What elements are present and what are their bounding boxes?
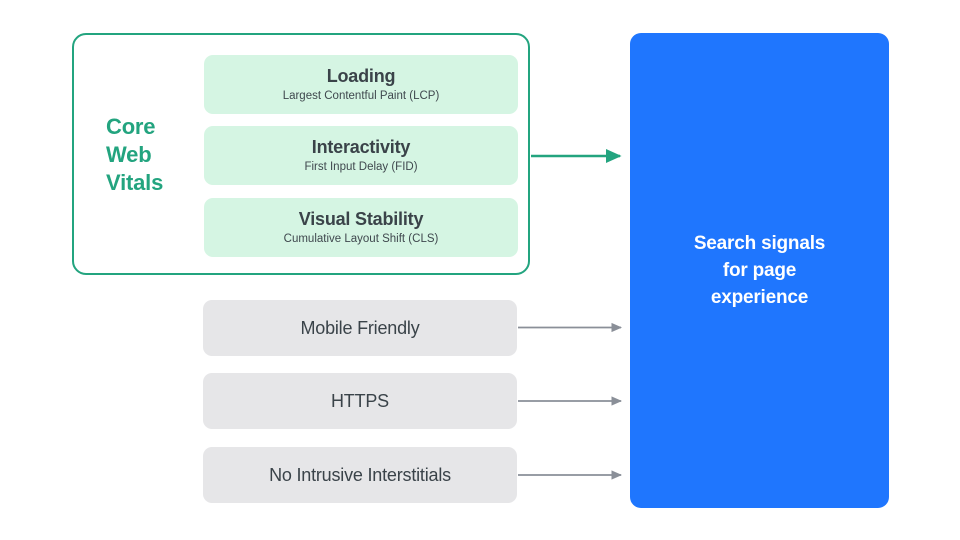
signal-label: Mobile Friendly (300, 317, 420, 338)
signal-card-https[interactable]: HTTPS (203, 373, 517, 429)
vital-subtitle: Largest Contentful Paint (LCP) (282, 90, 440, 102)
vital-card-loading[interactable]: Loading Largest Contentful Paint (LCP) (204, 55, 518, 114)
vital-card-interactivity[interactable]: Interactivity First Input Delay (FID) (204, 126, 518, 185)
vital-subtitle: First Input Delay (FID) (304, 161, 418, 173)
search-signals-panel-text: Search signals for page experience (693, 233, 826, 308)
signal-label: HTTPS (330, 390, 389, 411)
signal-card-no-intrusive-interstitials[interactable]: No Intrusive Interstitials (203, 447, 517, 503)
vital-card-visual-stability[interactable]: Visual Stability Cumulative Layout Shift… (204, 198, 518, 257)
signal-label: No Intrusive Interstitials (269, 464, 451, 485)
vital-title: Interactivity (311, 137, 411, 157)
core-web-vitals-group: Core Web Vitals Loading Largest Contentf… (72, 33, 530, 275)
vital-title: Visual Stability (298, 209, 424, 229)
search-signals-panel: Search signals for page experience (630, 33, 889, 508)
vital-title: Loading (326, 66, 396, 86)
vital-subtitle: Cumulative Layout Shift (CLS) (283, 233, 439, 245)
core-web-vitals-label: Core Web Vitals (106, 114, 164, 195)
signal-card-mobile-friendly[interactable]: Mobile Friendly (203, 300, 517, 356)
